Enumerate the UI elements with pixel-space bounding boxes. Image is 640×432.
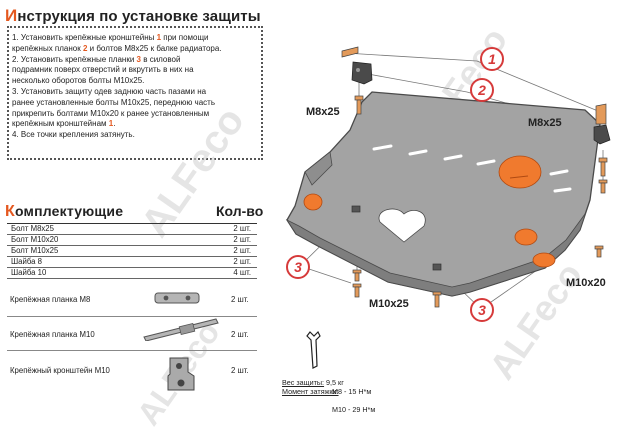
mounting-bracket-icon [167, 357, 195, 391]
instruction-step-4: 4. Все точки крепления затянуть. [12, 130, 135, 140]
spec-info: Вес защиты: 9,5 кг Момент затяжки: М8 - … [282, 378, 375, 414]
label-m10x20: М10x20 [566, 277, 606, 289]
mounting-plate-m8-icon [154, 292, 200, 304]
part-qty: 2 шт. [231, 366, 249, 375]
mounting-plate-m10-icon [143, 318, 219, 341]
instructions-box [7, 26, 263, 160]
instruction-step-3: 3. Установить защиту одев заднюю часть п… [12, 86, 207, 96]
part-qty: 2 шт. [231, 295, 249, 304]
part-name: Крепёжная планка М8 [10, 295, 91, 304]
skid-plate-diagram: 1 2 3 3 [285, 46, 611, 322]
wrench-icon [306, 330, 321, 369]
torque-m8: М8 - 15 Н*м [332, 387, 372, 396]
part-qty: 2 шт. [231, 330, 249, 339]
part-name: Крепёжная планка М10 [10, 330, 95, 339]
instructions-text: 1. Установить крепёжные кронштейны 1 при… [12, 33, 260, 141]
divider [7, 316, 257, 317]
page-title: Инструкция по установке защиты [5, 6, 261, 25]
label-m8x25-right: М8x25 [528, 117, 562, 129]
torque-m10: М10 - 29 Н*м [332, 405, 376, 414]
divider [7, 350, 257, 351]
callout-2: 2 [477, 82, 486, 98]
callout-3: 3 [294, 259, 302, 275]
label-m8x25-left: М8x25 [306, 106, 340, 118]
kit-qty-title: Кол-во [216, 203, 264, 219]
instruction-step-1: 1. Установить крепёжные кронштейны 1 при… [12, 33, 209, 42]
callout-3: 3 [478, 302, 486, 318]
instruction-step-2: 2. Установить крепёжные планки 3 в силов… [12, 54, 181, 64]
callout-1: 1 [488, 51, 496, 67]
part-name: Крепёжный кронштейн М10 [10, 366, 110, 375]
kit-title: Комплектующие [5, 203, 124, 220]
label-m10x25: М10x25 [369, 298, 409, 310]
